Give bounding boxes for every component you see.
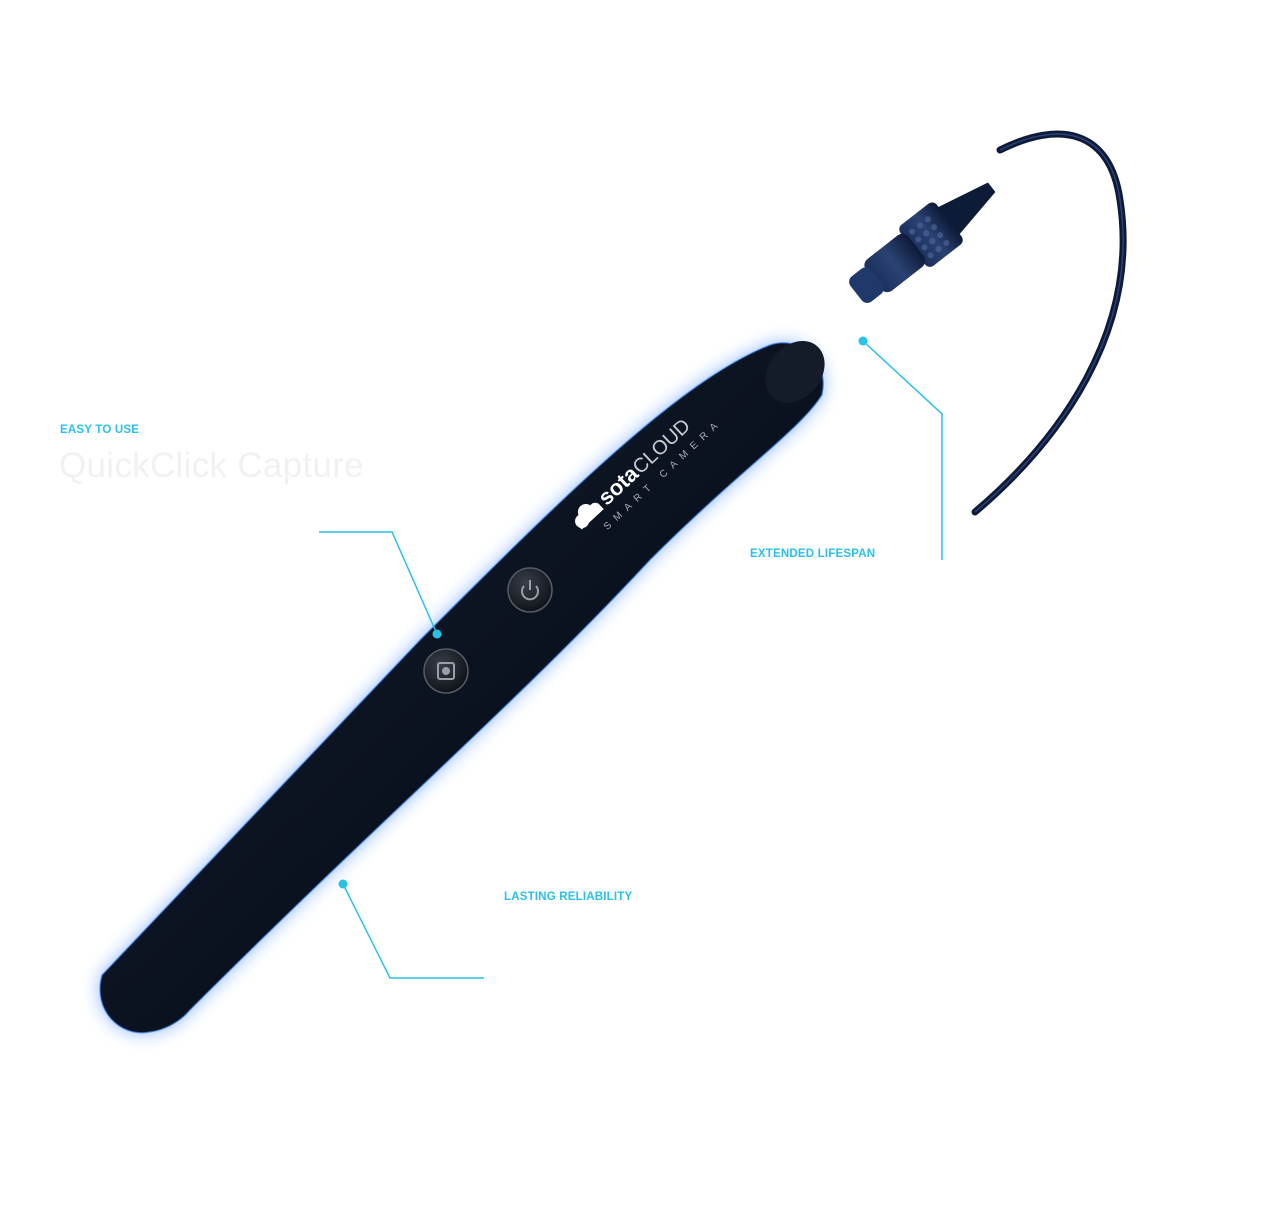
power-button[interactable] [507, 567, 553, 613]
callout-quickclick [319, 531, 442, 639]
capture-button[interactable] [423, 648, 469, 694]
feature-eyebrow-easy-to-use: EASY TO USE [60, 424, 140, 436]
callout-lifespan [858, 336, 943, 560]
feature-eyebrow-lasting-reliability: LASTING RELIABILITY [504, 891, 633, 903]
cable-connector [849, 182, 996, 303]
callout-reliability [338, 879, 484, 979]
power-icon [521, 580, 539, 601]
capture-icon [437, 662, 455, 680]
camera-cable [971, 130, 1127, 516]
feature-title-quickclick-capture: QuickClick Capture [59, 446, 364, 485]
feature-eyebrow-extended-lifespan: EXTENDED LIFESPAN [750, 548, 876, 560]
cloud-hand-icon [575, 502, 604, 530]
camera-handpiece [99, 342, 825, 1034]
